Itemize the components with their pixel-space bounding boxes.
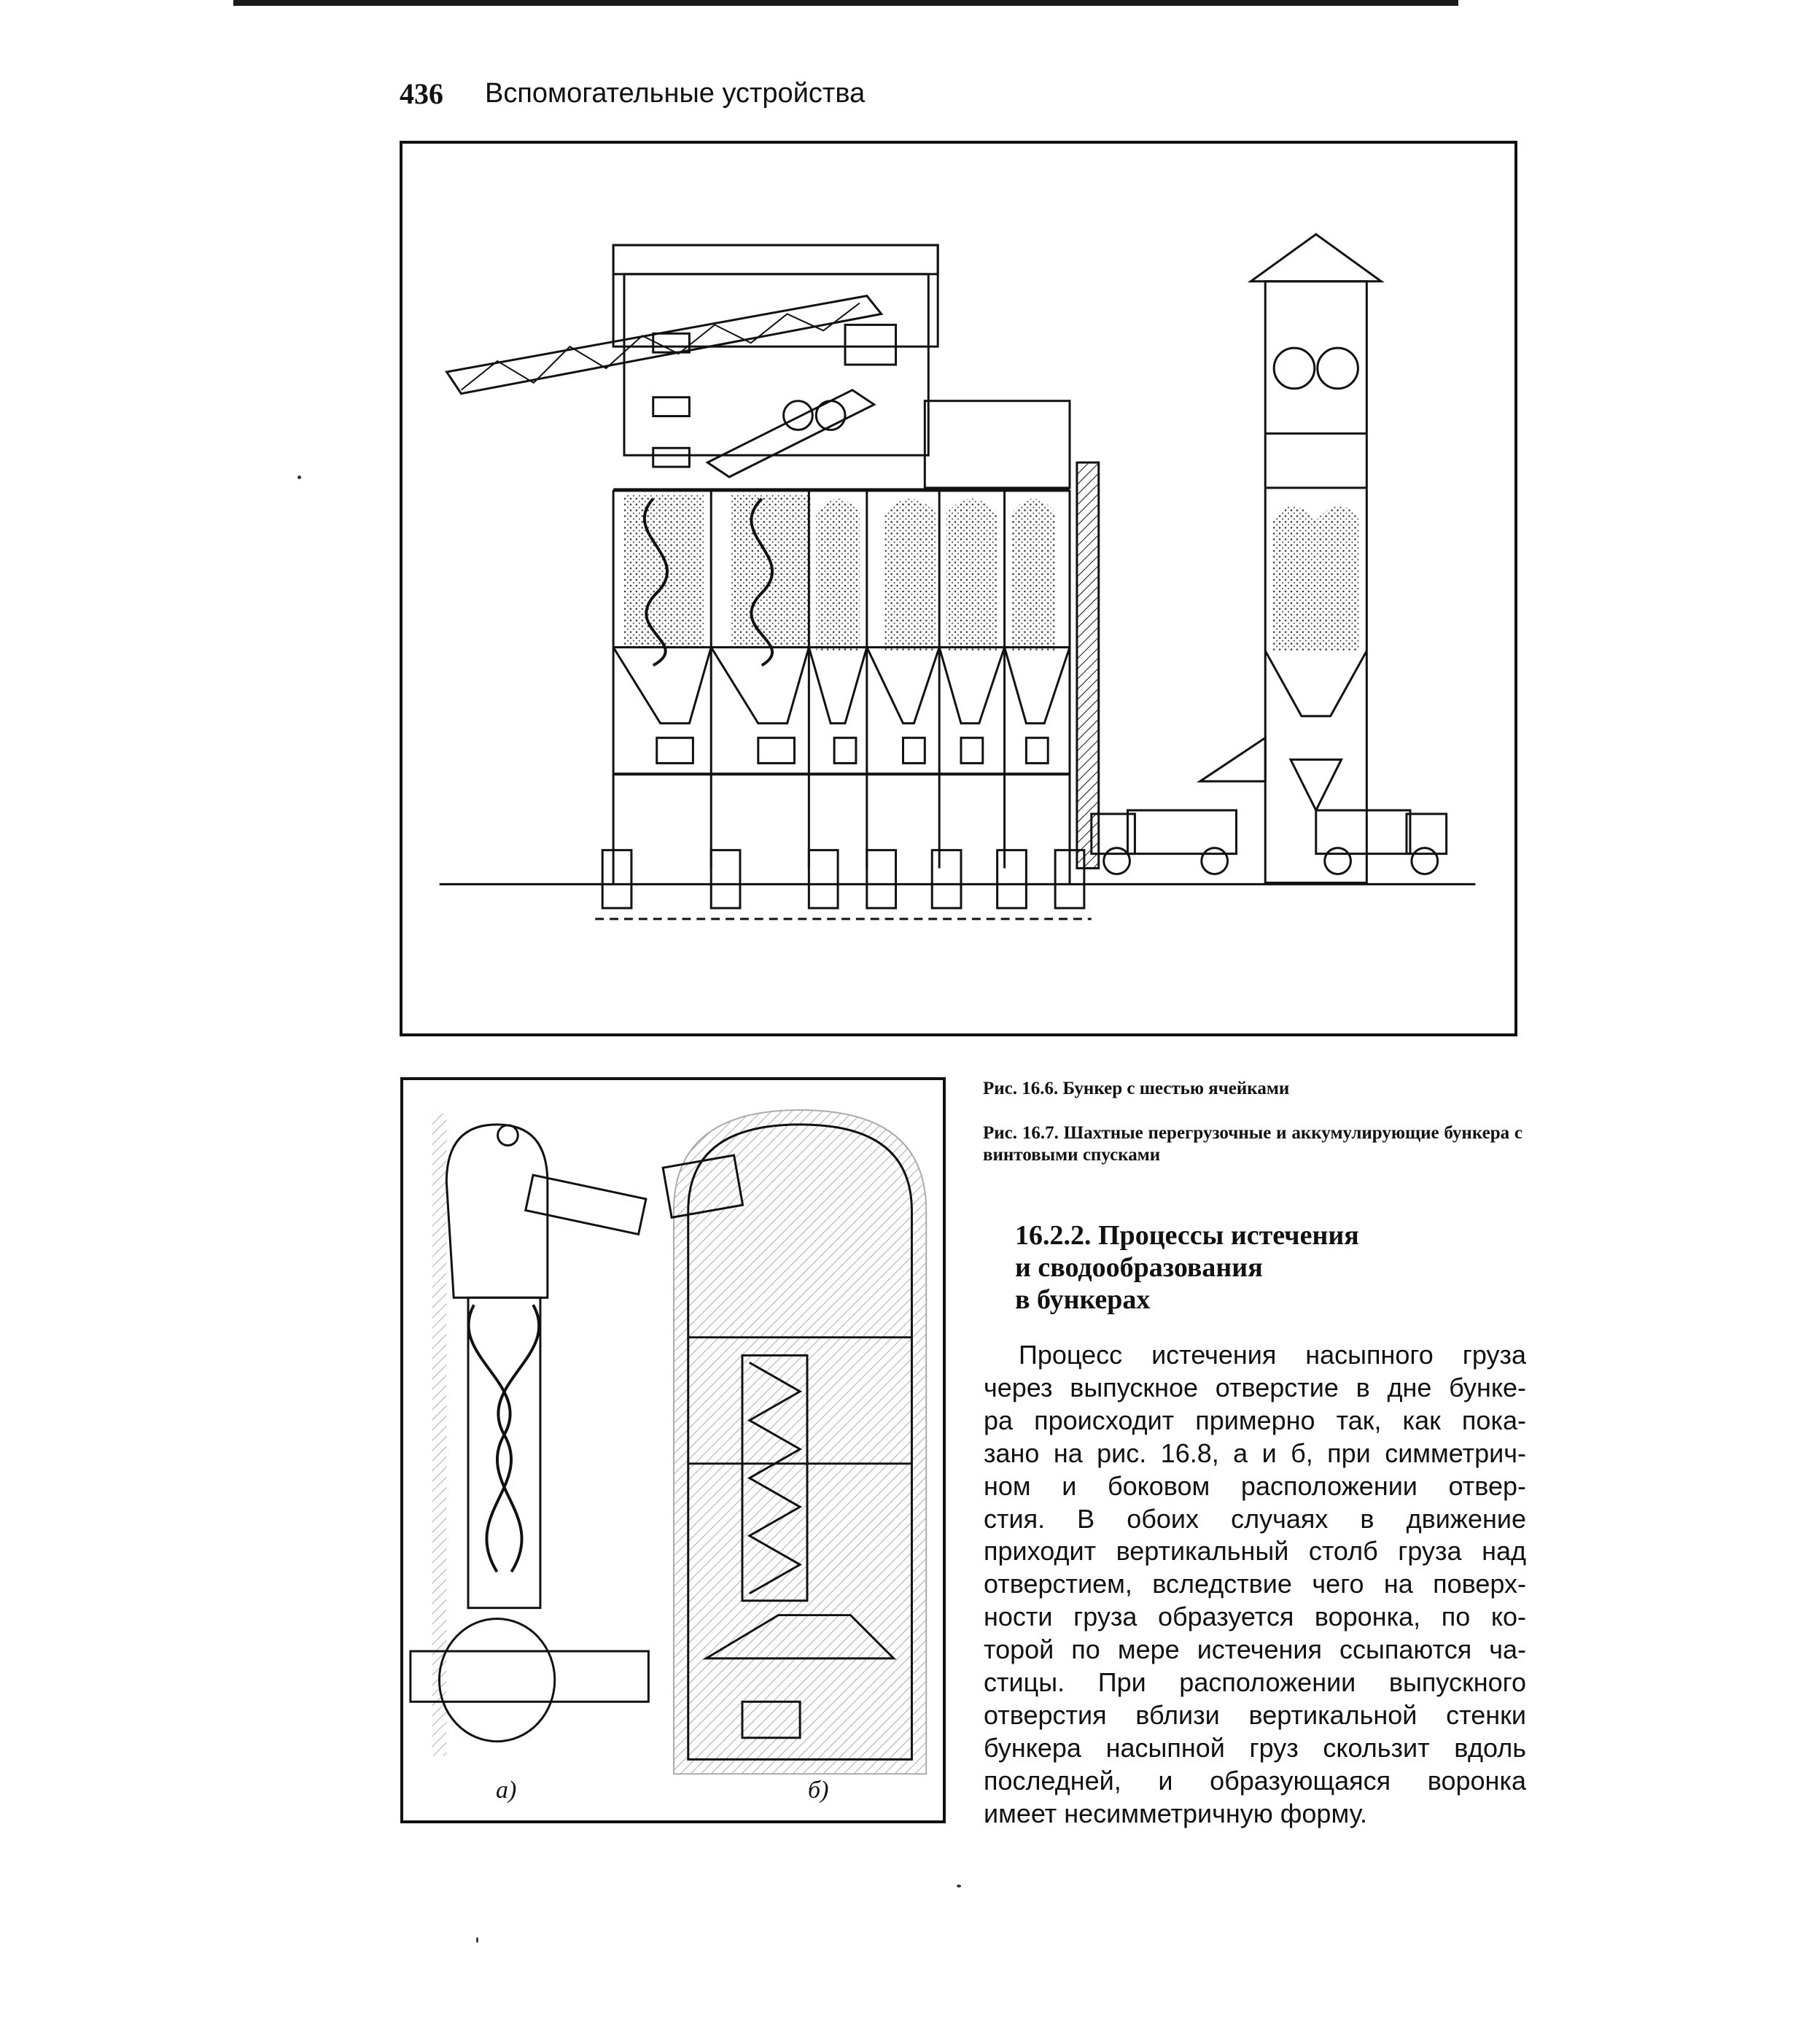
running-title: Вспомогательные устройства <box>485 78 866 109</box>
footings <box>595 849 1092 920</box>
body-line: отверстия вблизи вертикальной стенки <box>984 1699 1526 1730</box>
tower <box>1196 233 1385 884</box>
figure-16-6 <box>400 141 1517 1036</box>
section-heading: 16.2.2. Процессы истечения и сводообразо… <box>1015 1219 1525 1316</box>
body-line: ра происходит примерно так, как пока- <box>984 1405 1526 1435</box>
body-line: ном и боковом расположении отвер- <box>984 1470 1526 1501</box>
section-heading-line: в бункерах <box>1015 1284 1151 1315</box>
body-paragraph: Процесс истечения насыпного груза через … <box>984 1339 1526 1831</box>
figure-16-7: а) б) <box>400 1077 946 1823</box>
shaft-a <box>409 1113 650 1756</box>
bunker-six-cells-drawing <box>439 233 1476 920</box>
cells <box>612 489 1071 885</box>
page-number: 436 <box>400 77 443 110</box>
top-rule <box>233 0 1458 6</box>
shaft-bunkers-drawing <box>409 1109 928 1775</box>
scan-speck <box>298 476 301 479</box>
section-heading-line: и сводообразования <box>1015 1252 1263 1283</box>
body-line: отверстием, вследствие чего на поверх- <box>984 1569 1526 1599</box>
caption-figure-16-7: Рис. 16.7. Шахтные перегрузочные и аккум… <box>983 1123 1522 1165</box>
section-heading-line: 16.2.2. Процессы истечения <box>1015 1220 1359 1251</box>
sublabel-b: б) <box>808 1777 829 1804</box>
trucks <box>1090 809 1448 875</box>
scan-speck <box>957 1885 961 1887</box>
sublabel-a: а) <box>496 1777 517 1804</box>
body-line: имеет несимметричную форму. <box>984 1798 1368 1828</box>
body-line: торой по мере истечения ссыпаются ча- <box>984 1634 1526 1665</box>
scan-speck <box>476 1937 478 1943</box>
body-line: через выпускное отверстие в дне бунке- <box>984 1372 1526 1402</box>
body-line: Процесс истечения насыпного груза <box>1019 1340 1526 1370</box>
caption-figure-16-6: Рис. 16.6. Бункер с шестью ячейками <box>983 1079 1290 1098</box>
body-line: ности груза образуется воронка, по ко- <box>984 1602 1526 1632</box>
body-line: приходит вертикальный столб груза над <box>984 1536 1526 1567</box>
body-line: зано на рис. 16.8, а и б, при симметрич- <box>984 1437 1526 1468</box>
shaft-b <box>661 1109 928 1775</box>
body-line: бункера насыпной груз скользит вдоль <box>984 1732 1526 1763</box>
body-line: стия. В обоих случаях в движение <box>984 1503 1526 1534</box>
body-line: последней, и образующаяся воронка <box>984 1765 1526 1796</box>
body-line: стицы. При расположении выпускного <box>984 1667 1526 1698</box>
